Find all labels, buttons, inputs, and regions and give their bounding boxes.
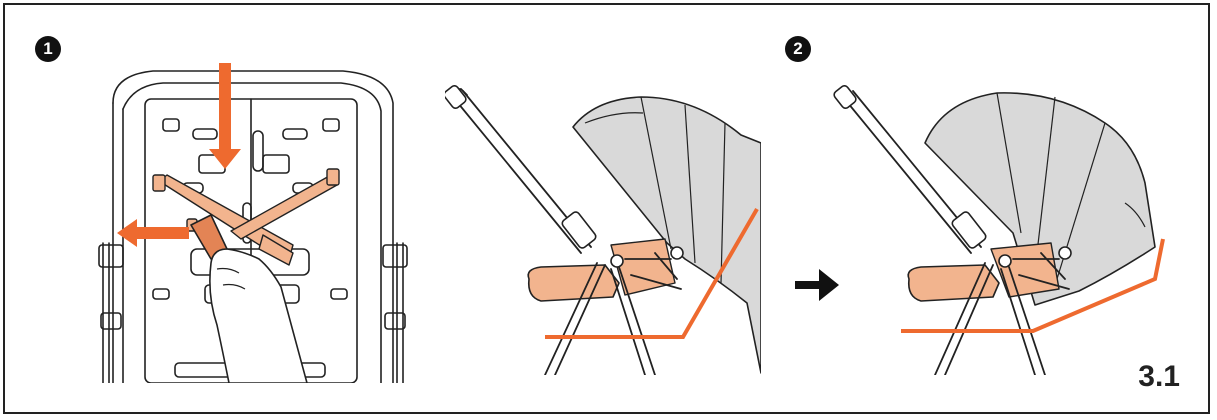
step-2-badge: 2 bbox=[785, 36, 811, 62]
side-view-after-illustration bbox=[833, 85, 1165, 375]
seat-back-illustration bbox=[98, 63, 408, 383]
step-1-number: 1 bbox=[43, 39, 53, 58]
step-1-badge: 1 bbox=[35, 36, 61, 62]
instruction-panel: 1 2 bbox=[3, 3, 1210, 414]
step-2-number: 2 bbox=[793, 39, 803, 58]
side-view-before-illustration bbox=[445, 85, 761, 375]
page-number: 3.1 bbox=[1138, 360, 1180, 393]
arrow-right-icon bbox=[795, 269, 839, 301]
